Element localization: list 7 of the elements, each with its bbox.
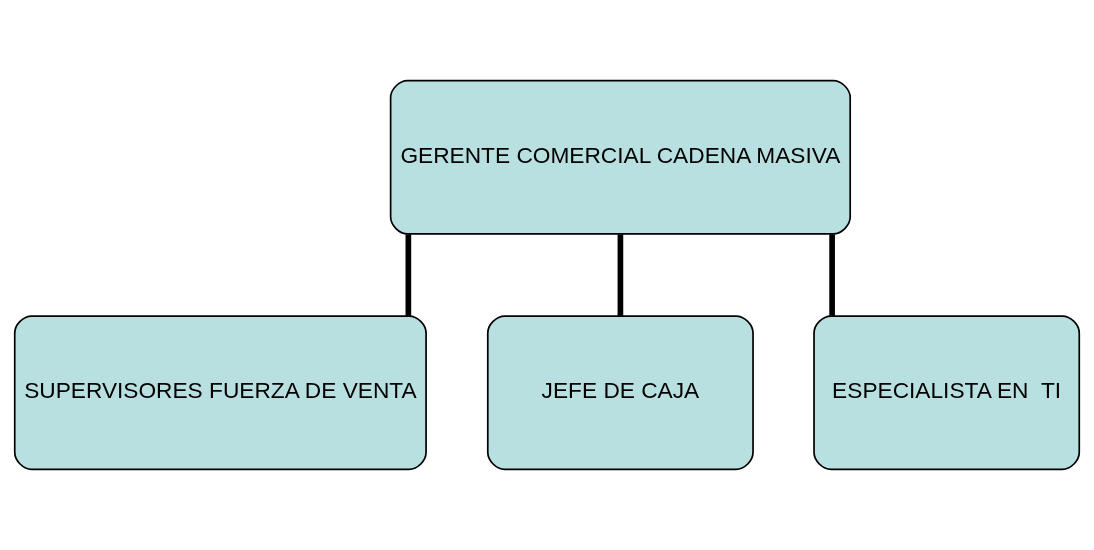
connector: [617, 234, 624, 316]
node-box: JEFE DE CAJA: [486, 315, 754, 471]
node-box: SUPERVISORES FUERZA DE VENTA: [13, 315, 427, 471]
connector: [405, 234, 412, 316]
node-box: GERENTE COMERCIAL CADENA MASIVA: [389, 79, 852, 235]
node-box: ESPECIALISTA EN TI: [813, 315, 1081, 471]
connector: [829, 234, 835, 316]
